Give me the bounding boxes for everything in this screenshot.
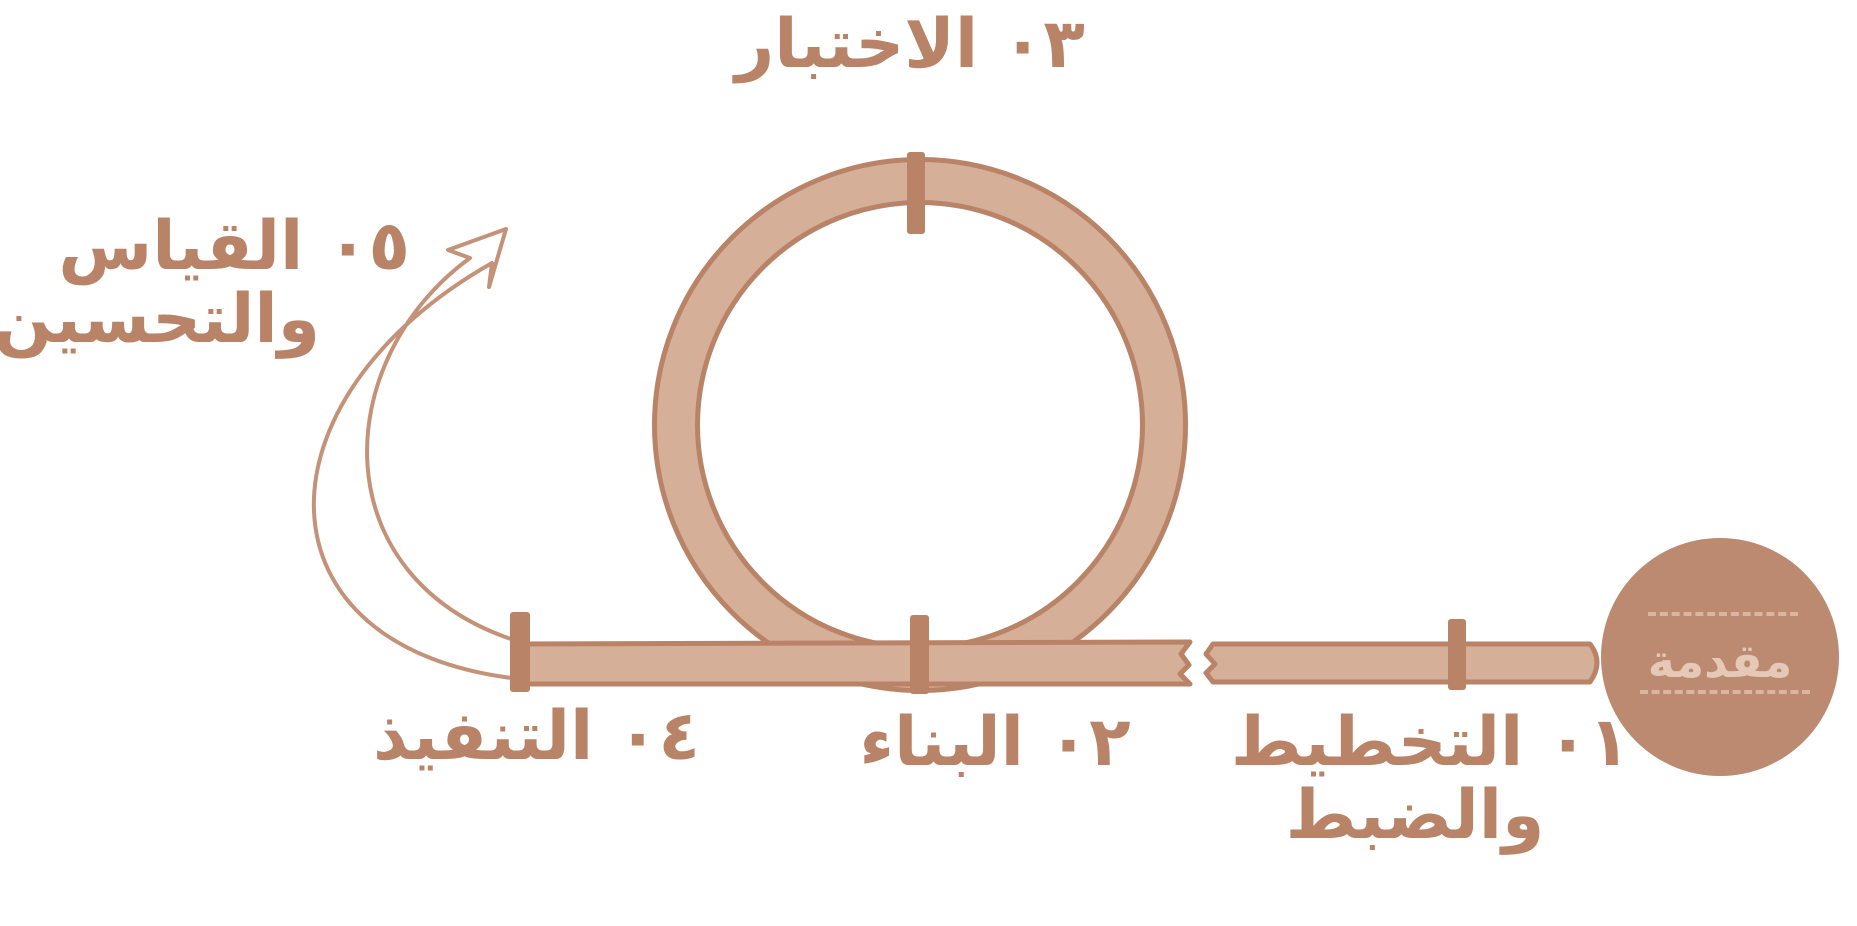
milestone-tick-01[interactable] [1448, 619, 1466, 690]
stage-02-title: البناء [859, 703, 1024, 782]
track-segment-left [520, 642, 1190, 684]
stage-04-heading: ٠٤ التنفيذ [400, 700, 700, 773]
stage-03-title: الاختبار [735, 5, 978, 84]
stage-04-number: ٠٤ [617, 697, 700, 776]
stage-01-heading: ٠١ التخطيط [1240, 706, 1630, 779]
stage-05-subtitle: والتحسين [10, 283, 410, 356]
stage-03-heading: ٠٣ الاختبار [730, 8, 1090, 81]
intro-dash-top [1648, 612, 1798, 616]
stage-05-heading: ٠٥ القياس [10, 210, 410, 283]
stage-05-title: القياس [58, 207, 303, 286]
track-segment-right [1206, 644, 1597, 682]
stage-05-label: ٠٥ القياس والتحسين [10, 210, 410, 357]
stage-01-title: التخطيط [1231, 703, 1523, 782]
stage-01-number: ٠١ [1547, 703, 1630, 782]
stage-05-number: ٠٥ [327, 207, 410, 286]
milestone-tick-04[interactable] [510, 612, 530, 692]
stage-03-number: ٠٣ [1002, 5, 1085, 84]
stage-01-label: ٠١ التخطيط والضبط [1240, 706, 1630, 853]
intro-label[interactable]: مقدمة [1600, 621, 1840, 701]
stage-02-label: ٠٢ البناء [850, 706, 1140, 779]
stage-03-label: ٠٣ الاختبار [730, 8, 1090, 81]
stage-01-subtitle: والضبط [1240, 779, 1630, 852]
loop-ring-fill [676, 181, 1164, 669]
stage-04-title: التنفيذ [373, 697, 593, 776]
milestone-tick-03[interactable] [907, 152, 925, 234]
stage-02-heading: ٠٢ البناء [850, 706, 1140, 779]
stage-02-number: ٠٢ [1048, 703, 1131, 782]
milestone-tick-02[interactable] [910, 615, 929, 694]
stage-04-label: ٠٤ التنفيذ [400, 700, 700, 773]
